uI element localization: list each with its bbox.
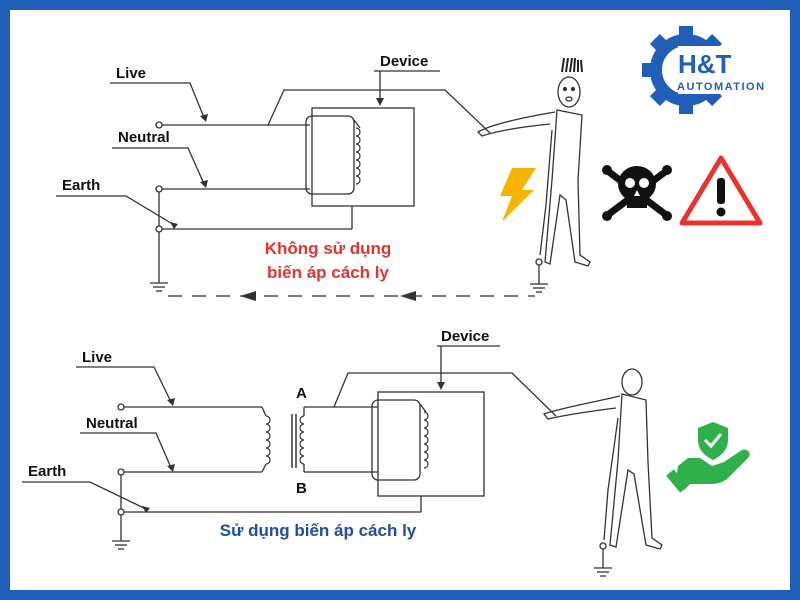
bottom-neutral-label: Neutral	[86, 415, 138, 432]
shocked-person-figure	[476, 57, 591, 267]
top-device-box	[311, 107, 415, 207]
bottom-person-ground-symbol	[594, 567, 612, 577]
terminal-b-label: B	[296, 480, 307, 497]
skull-crossbones-icon	[602, 165, 672, 221]
bottom-earth-label: Earth	[28, 463, 66, 480]
gear-icon	[642, 26, 748, 114]
isolation-transformer	[261, 406, 305, 473]
top-person-ground-symbol	[530, 283, 548, 293]
safe-person-figure	[542, 368, 663, 550]
isolation-transformer-diagram: H&T AUTOMATION Live Neutral Earth Device	[22, 26, 766, 577]
top-neutral-label: Neutral	[118, 129, 170, 146]
bottom-device-label: Device	[441, 328, 489, 345]
top-caption-line1: Không sử dụng	[265, 239, 392, 258]
lightning-icon	[500, 168, 536, 222]
top-ground-symbol	[150, 282, 168, 292]
ht-automation-logo: H&T AUTOMATION	[642, 26, 766, 114]
bottom-circuit: Live Neutral Earth Device A B	[22, 328, 750, 577]
bottom-ground-symbol	[112, 540, 130, 550]
logo-brand: H&T	[678, 49, 732, 79]
safe-hand-shield-icon	[666, 422, 750, 493]
logo-tagline: AUTOMATION	[677, 81, 766, 93]
top-live-label: Live	[116, 65, 146, 82]
warning-triangle-icon	[679, 155, 763, 226]
diagram-frame: H&T AUTOMATION Live Neutral Earth Device	[10, 10, 790, 590]
top-caption-line2: biến áp cách ly	[267, 263, 389, 282]
top-device-label: Device	[380, 53, 428, 70]
top-device-coil	[355, 127, 361, 185]
top-circuit: Live Neutral Earth Device	[56, 53, 763, 301]
terminal-a-label: A	[296, 385, 307, 402]
bottom-caption: Sử dụng biến áp cách ly	[220, 521, 417, 540]
bottom-device-box	[377, 391, 485, 497]
bottom-live-label: Live	[82, 349, 112, 366]
top-earth-label: Earth	[62, 177, 100, 194]
